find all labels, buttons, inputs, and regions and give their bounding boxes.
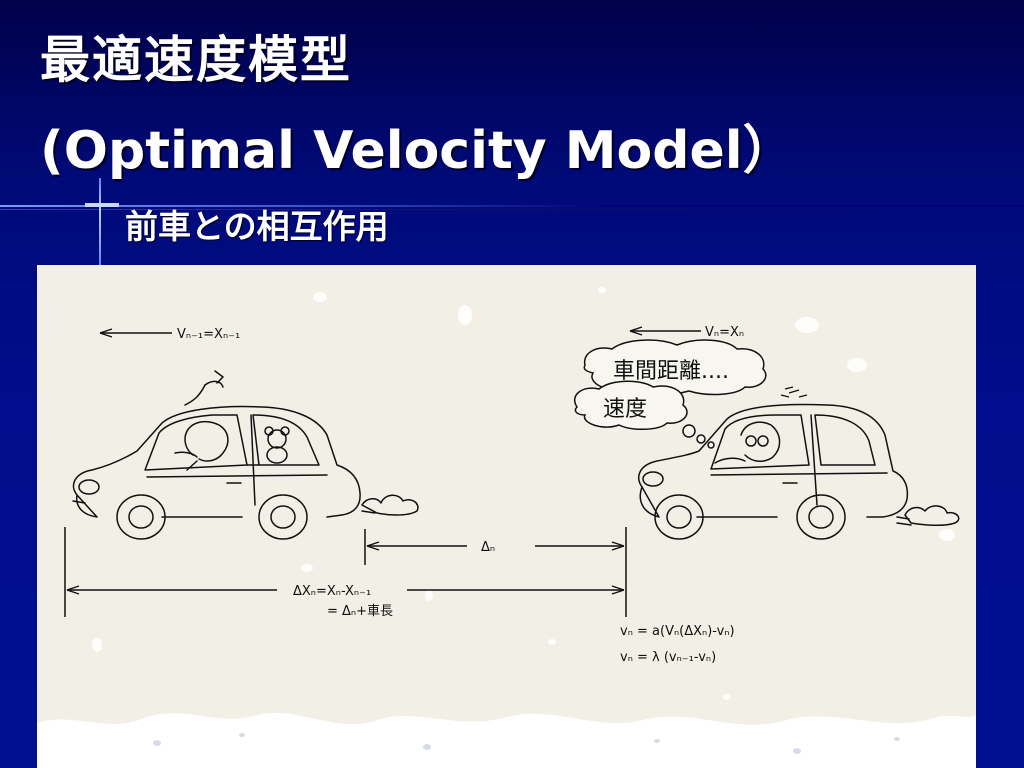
torn-edge-specks [153, 733, 900, 754]
front-car-velocity-label: Vₙ=Xₙ [705, 325, 744, 340]
decorative-horizontal-line [0, 205, 1024, 207]
decorative-cross-mark [85, 203, 119, 207]
front-car-drawing [638, 403, 960, 540]
distance-equivalence-label: = Δₙ+車長 [327, 604, 393, 619]
rear-car-velocity-arrow [99, 328, 172, 338]
front-car-velocity-arrow [629, 326, 701, 336]
thought-bubble-speed-text: 速度 [603, 397, 647, 422]
decorative-vertical-line [99, 178, 101, 268]
thought-bubble-distance-text: 車間距離.... [613, 359, 729, 384]
torn-paper-edge [37, 712, 976, 768]
car-following-diagram: Vₙ₋₁=Xₙ₋₁ Vₙ=Xₙ [37, 265, 976, 768]
equation-optimal-velocity: vₙ = a(Vₙ(ΔXₙ)-vₙ) [620, 624, 735, 639]
slide-subtitle: 前車との相互作用 [125, 207, 389, 246]
rear-car-drawing [72, 370, 419, 540]
equation-relative-velocity: vₙ = λ (vₙ₋₁-vₙ) [620, 650, 716, 665]
slide-title-japanese: 最適速度模型 [40, 31, 352, 89]
thought-bubble [574, 339, 767, 449]
gap-arrow [366, 541, 625, 551]
decorative-horizontal-line-shadow [0, 209, 1024, 210]
paper-speckles [92, 287, 955, 700]
slide-title-english: (Optimal Velocity Model） [40, 121, 795, 181]
gap-label: Δₙ [481, 540, 495, 555]
worry-marks [780, 386, 808, 398]
diagram-canvas: Vₙ₋₁=Xₙ₋₁ Vₙ=Xₙ [37, 287, 976, 768]
distance-label: ΔXₙ=Xₙ-Xₙ₋₁ [293, 584, 371, 599]
distance-arrow [66, 585, 625, 595]
rear-car-velocity-label: Vₙ₋₁=Xₙ₋₁ [177, 327, 240, 342]
